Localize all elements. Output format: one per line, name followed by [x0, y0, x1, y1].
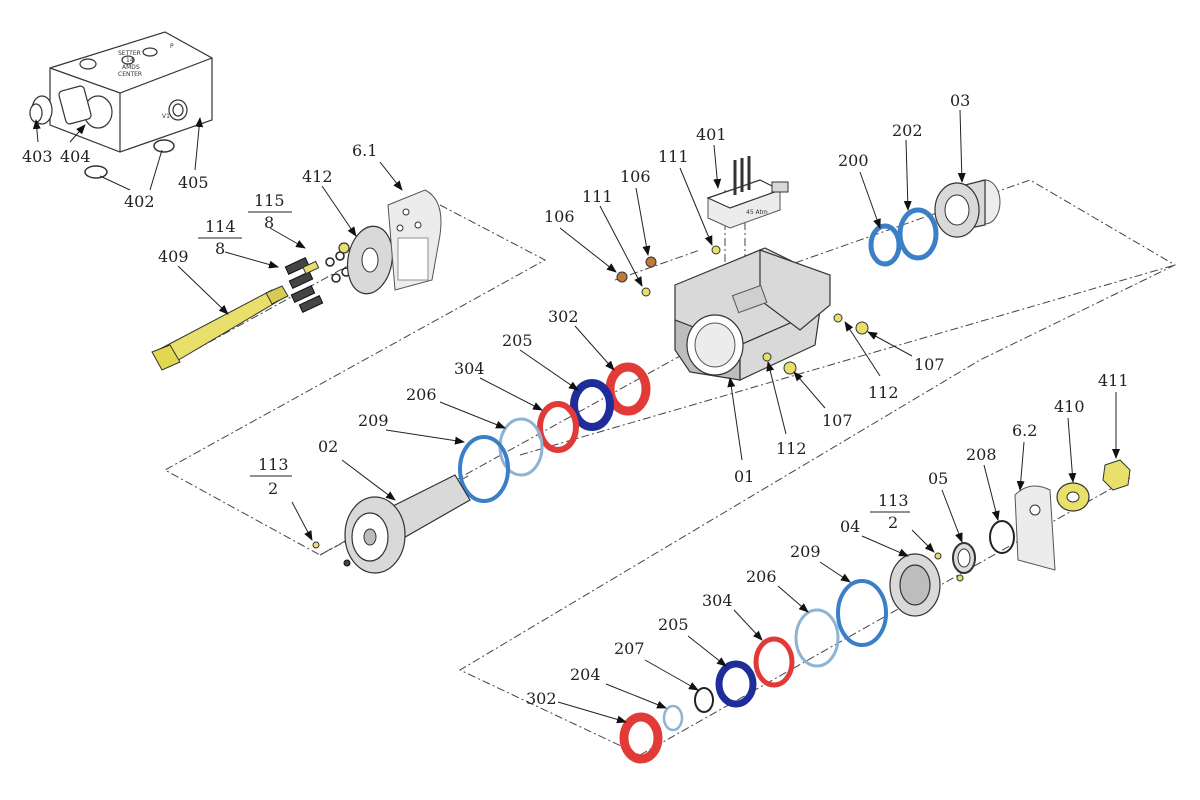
leader-lines: [32, 109, 1120, 724]
label-302-b: 302: [526, 689, 557, 708]
label-402: 402: [124, 192, 155, 211]
label-106-a: 106: [620, 167, 651, 186]
label-411: 411: [1098, 371, 1129, 390]
label-304-a: 304: [454, 359, 485, 378]
block-port-p: P: [170, 43, 174, 50]
label-04: 04: [840, 517, 860, 536]
label-05: 05: [928, 469, 948, 488]
label-113-b-qty: 2: [888, 513, 898, 532]
upper-right-rings: [868, 179, 1001, 267]
label-113-a: 113: [258, 455, 289, 474]
label-111-a: 111: [658, 147, 689, 166]
part-labels: 403 404 405 402 6.1 412 115 8 114 8 409 …: [22, 91, 1129, 708]
label-205-a: 205: [502, 331, 533, 350]
valve-401: 45 Atm: [706, 156, 789, 229]
label-106-b: 106: [544, 207, 575, 226]
housing-01: [674, 247, 831, 381]
label-206-a: 206: [406, 385, 437, 404]
label-403: 403: [22, 147, 53, 166]
label-6-2: 6.2: [1012, 421, 1037, 440]
label-302-a: 302: [548, 307, 579, 326]
label-113-b: 113: [878, 491, 909, 510]
label-206-b: 206: [746, 567, 777, 586]
label-115-qty: 8: [264, 213, 274, 232]
label-208: 208: [966, 445, 997, 464]
label-200: 200: [838, 151, 869, 170]
block-text-1: SETTER: [118, 50, 141, 57]
plate-412-and-bracket-6-1: [346, 189, 442, 295]
label-304-b: 304: [702, 591, 733, 610]
label-205-b: 205: [658, 615, 689, 634]
label-410: 410: [1054, 397, 1085, 416]
block-port-v1: V1: [162, 113, 170, 120]
label-115: 115: [254, 191, 285, 210]
label-202: 202: [892, 121, 923, 140]
valve-text: 45 Atm: [746, 209, 768, 216]
block-text-2: 14: [126, 57, 134, 64]
label-107-b: 107: [914, 355, 945, 374]
label-114: 114: [205, 217, 236, 236]
label-405: 405: [178, 173, 209, 192]
label-209-a: 209: [358, 411, 389, 430]
lower-seal-stack: [619, 579, 888, 764]
label-112-a: 112: [776, 439, 807, 458]
left-seal-stack: [458, 362, 651, 503]
valve-block: SETTER 14 AMDS CENTER P V1: [29, 31, 213, 179]
label-409: 409: [158, 247, 189, 266]
label-02: 02: [318, 437, 338, 456]
label-412: 412: [302, 167, 333, 186]
screws-114-115: [284, 242, 351, 313]
label-204: 204: [570, 665, 601, 684]
long-bolt-409: [151, 285, 289, 371]
label-6-1: 6.1: [352, 141, 377, 160]
label-207: 207: [614, 639, 645, 658]
lower-right-parts: [889, 459, 1131, 617]
block-text-3: AMDS: [122, 64, 140, 71]
block-text-4: CENTER: [118, 71, 142, 78]
label-209-b: 209: [790, 542, 821, 561]
small-fittings: [312, 245, 964, 582]
label-114-qty: 8: [215, 239, 225, 258]
label-107-a: 107: [822, 411, 853, 430]
label-112-b: 112: [868, 383, 899, 402]
label-113-a-qty: 2: [268, 479, 278, 498]
label-404: 404: [60, 147, 91, 166]
label-401: 401: [696, 125, 727, 144]
label-03: 03: [950, 91, 970, 110]
label-01: 01: [734, 467, 754, 486]
shaft-02: [344, 474, 471, 574]
label-111-b: 111: [582, 187, 613, 206]
